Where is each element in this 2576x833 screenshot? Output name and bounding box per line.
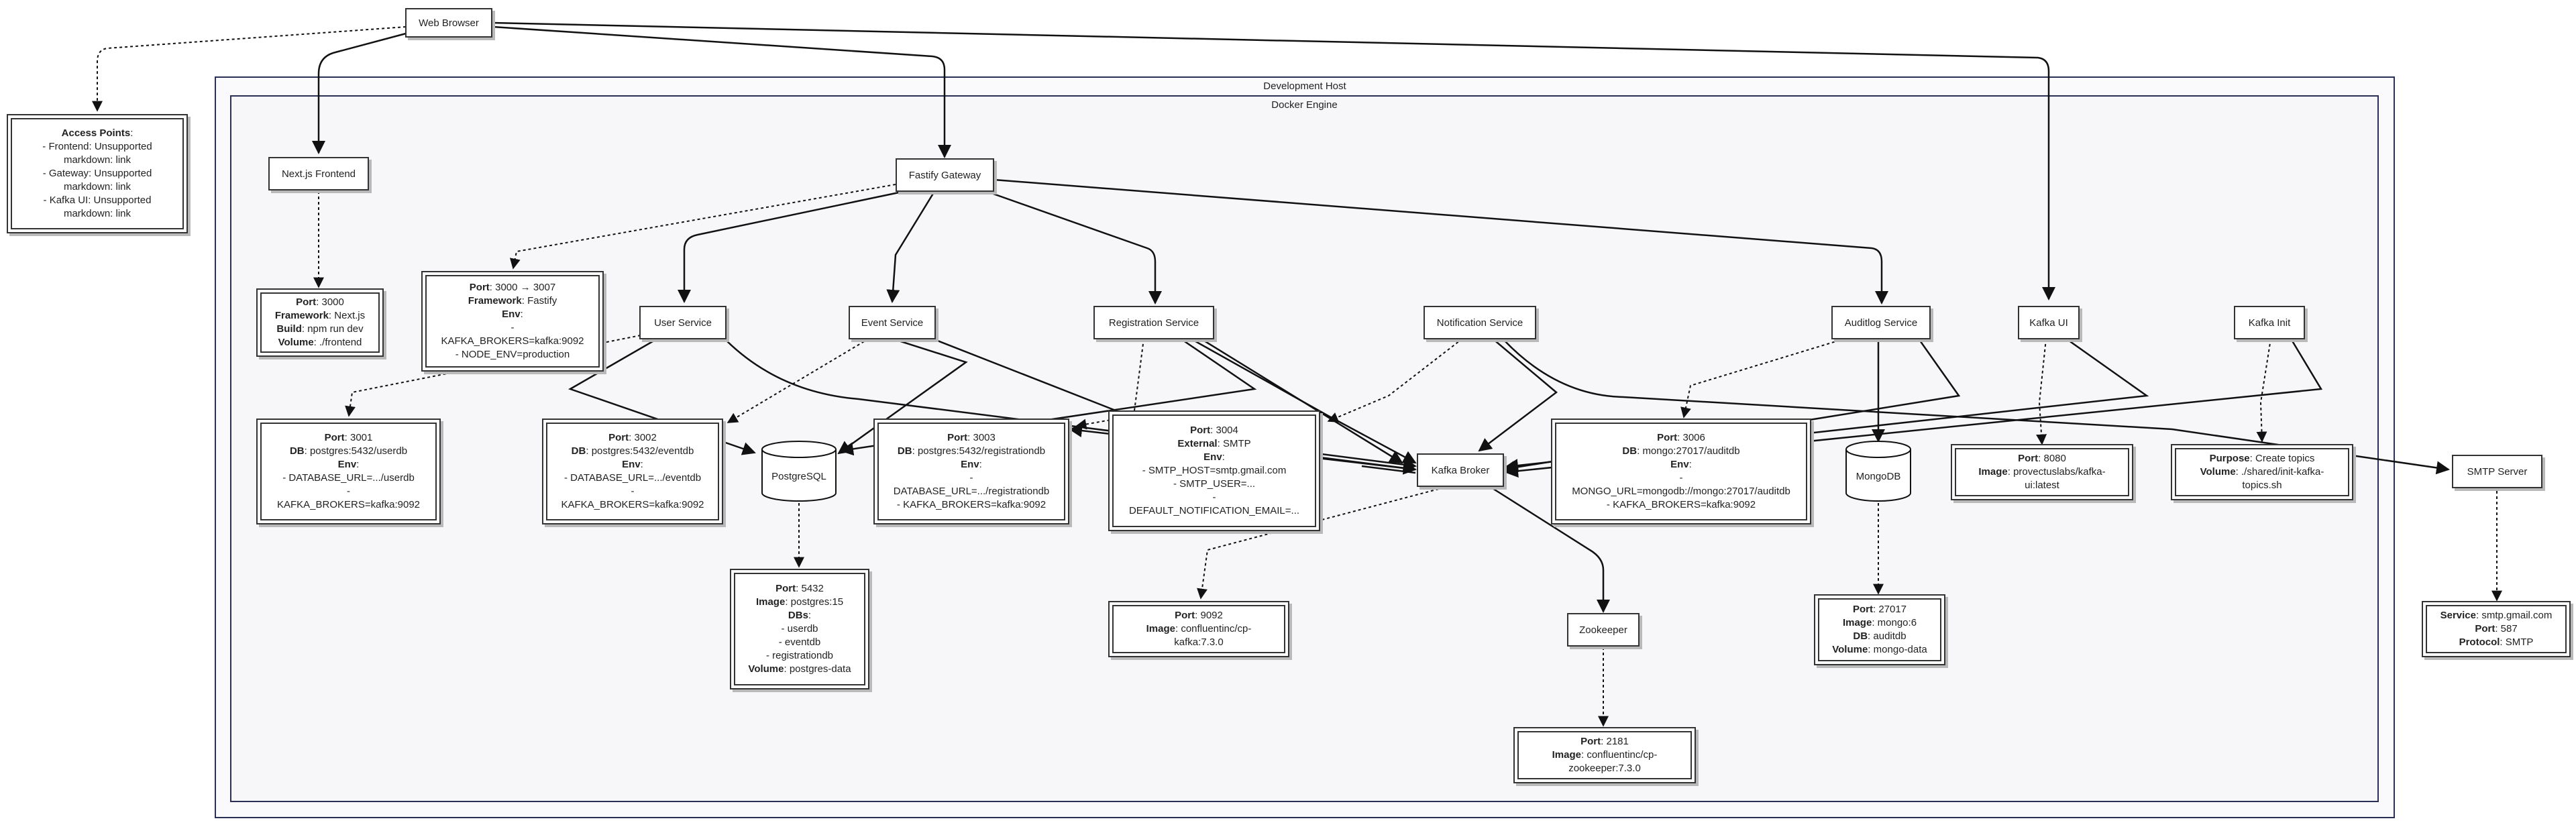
smtp-server-note: Service: smtp.gmail.com Port: 587 Protoc… bbox=[2422, 601, 2571, 657]
dotted-notification-note bbox=[1327, 338, 1463, 423]
edge-browser-kafkaui bbox=[492, 21, 2055, 300]
auditlog-service-node[interactable]: Auditlog Service bbox=[1831, 306, 1931, 339]
development-host-title: Development Host bbox=[1263, 80, 1346, 92]
registration-service-node[interactable]: Registration Service bbox=[1093, 306, 1214, 339]
user-service-node[interactable]: User Service bbox=[639, 306, 727, 339]
auditlog-service-note: Port: 3006 DB: mongo:27017/auditdb Env: … bbox=[1551, 419, 1811, 524]
access-frontend: - Frontend: Unsupported markdown: link bbox=[42, 141, 152, 166]
mongo-cylinder bbox=[1845, 449, 1911, 502]
nextjs-note: Port: 3000 Framework: Next.js Build: npm… bbox=[256, 288, 384, 357]
kafka-ui-note: Port: 8080 Image: provectuslabs/kafka-ui… bbox=[1951, 444, 2133, 500]
gateway-note: Port: 3000 → 3007 Framework: Fastify Env… bbox=[421, 271, 604, 372]
mongodb-label: MongoDB bbox=[1856, 471, 1901, 482]
nextjs-frontend-node[interactable]: Next.js Frontend bbox=[268, 157, 369, 190]
edge-notification-smtp bbox=[1502, 338, 2450, 475]
mongo-cylinder-top bbox=[1845, 441, 1911, 458]
kafka-init-note: Purpose: Create topics Volume: ./shared/… bbox=[2171, 444, 2353, 500]
access-kafka-ui: - Kafka UI: Unsupported markdown: link bbox=[43, 195, 152, 219]
edge-gateway-auditlog bbox=[994, 178, 1888, 304]
edge-gateway-user bbox=[678, 191, 900, 303]
dotted-browser-access bbox=[92, 26, 407, 112]
web-browser-node[interactable]: Web Browser bbox=[405, 8, 492, 38]
dotted-kafkaui-note bbox=[2036, 338, 2047, 445]
kafka-broker-node[interactable]: Kafka Broker bbox=[1417, 453, 1504, 487]
zookeeper-node[interactable]: Zookeeper bbox=[1567, 613, 1640, 647]
access-points-note: Access Points: - Frontend: Unsupported m… bbox=[7, 114, 188, 233]
access-gateway: - Gateway: Unsupported markdown: link bbox=[42, 168, 152, 192]
edge-user-kafka bbox=[724, 338, 1417, 475]
docker-engine-title: Docker Engine bbox=[1271, 99, 1338, 111]
edge-registration-kafka-2 bbox=[1200, 337, 1403, 464]
access-points-title: Access Points bbox=[61, 127, 131, 139]
zookeeper-note: Port: 2181 Image: confluentinc/cp-zookee… bbox=[1513, 727, 1696, 783]
kafka-init-node[interactable]: Kafka Init bbox=[2234, 306, 2305, 339]
edge-browser-gateway bbox=[492, 25, 951, 158]
edge-notification-kafka bbox=[1478, 338, 1558, 452]
event-service-note: Port: 3002 DB: postgres:5432/eventdb Env… bbox=[542, 419, 723, 524]
postgres-label: PostgreSQL bbox=[771, 471, 826, 482]
registration-service-note: Port: 3003 DB: postgres:5432/registratio… bbox=[873, 419, 1069, 524]
postgres-note: Port: 5432 Image: postgres:15 DBs: - use… bbox=[730, 569, 869, 689]
kafka-ui-node[interactable]: Kafka UI bbox=[2018, 306, 2080, 339]
dotted-kafkainit-note bbox=[2256, 338, 2271, 443]
kafka-broker-note: Port: 9092 Image: confluentinc/cp-kafka:… bbox=[1108, 601, 1289, 657]
fastify-gateway-node[interactable]: Fastify Gateway bbox=[896, 158, 994, 192]
access-points-colon: : bbox=[130, 127, 133, 139]
postgres-cylinder bbox=[761, 449, 837, 502]
notification-service-node[interactable]: Notification Service bbox=[1424, 306, 1536, 339]
edge-gateway-event bbox=[886, 192, 935, 303]
user-service-note: Port: 3001 DB: postgres:5432/userdb Env:… bbox=[256, 419, 441, 524]
dotted-gateway-note bbox=[509, 184, 896, 270]
edge-browser-nextjs bbox=[312, 32, 407, 154]
event-service-node[interactable]: Event Service bbox=[849, 306, 936, 339]
edge-kafka-zookeeper bbox=[1489, 485, 1610, 613]
smtp-server-node[interactable]: SMTP Server bbox=[2452, 455, 2542, 488]
notification-service-note: Port: 3004 External: SMTP Env: - SMTP_HO… bbox=[1108, 410, 1320, 531]
dotted-event-note bbox=[727, 338, 869, 423]
postgres-cylinder-top bbox=[761, 441, 837, 458]
edge-gateway-registration bbox=[989, 191, 1162, 304]
edge-kafka-to-notification bbox=[1361, 465, 1416, 474]
mongodb-note: Port: 27017 Image: mongo:6 DB: auditdb V… bbox=[1814, 594, 1945, 665]
dotted-auditlog-note bbox=[1680, 338, 1845, 419]
